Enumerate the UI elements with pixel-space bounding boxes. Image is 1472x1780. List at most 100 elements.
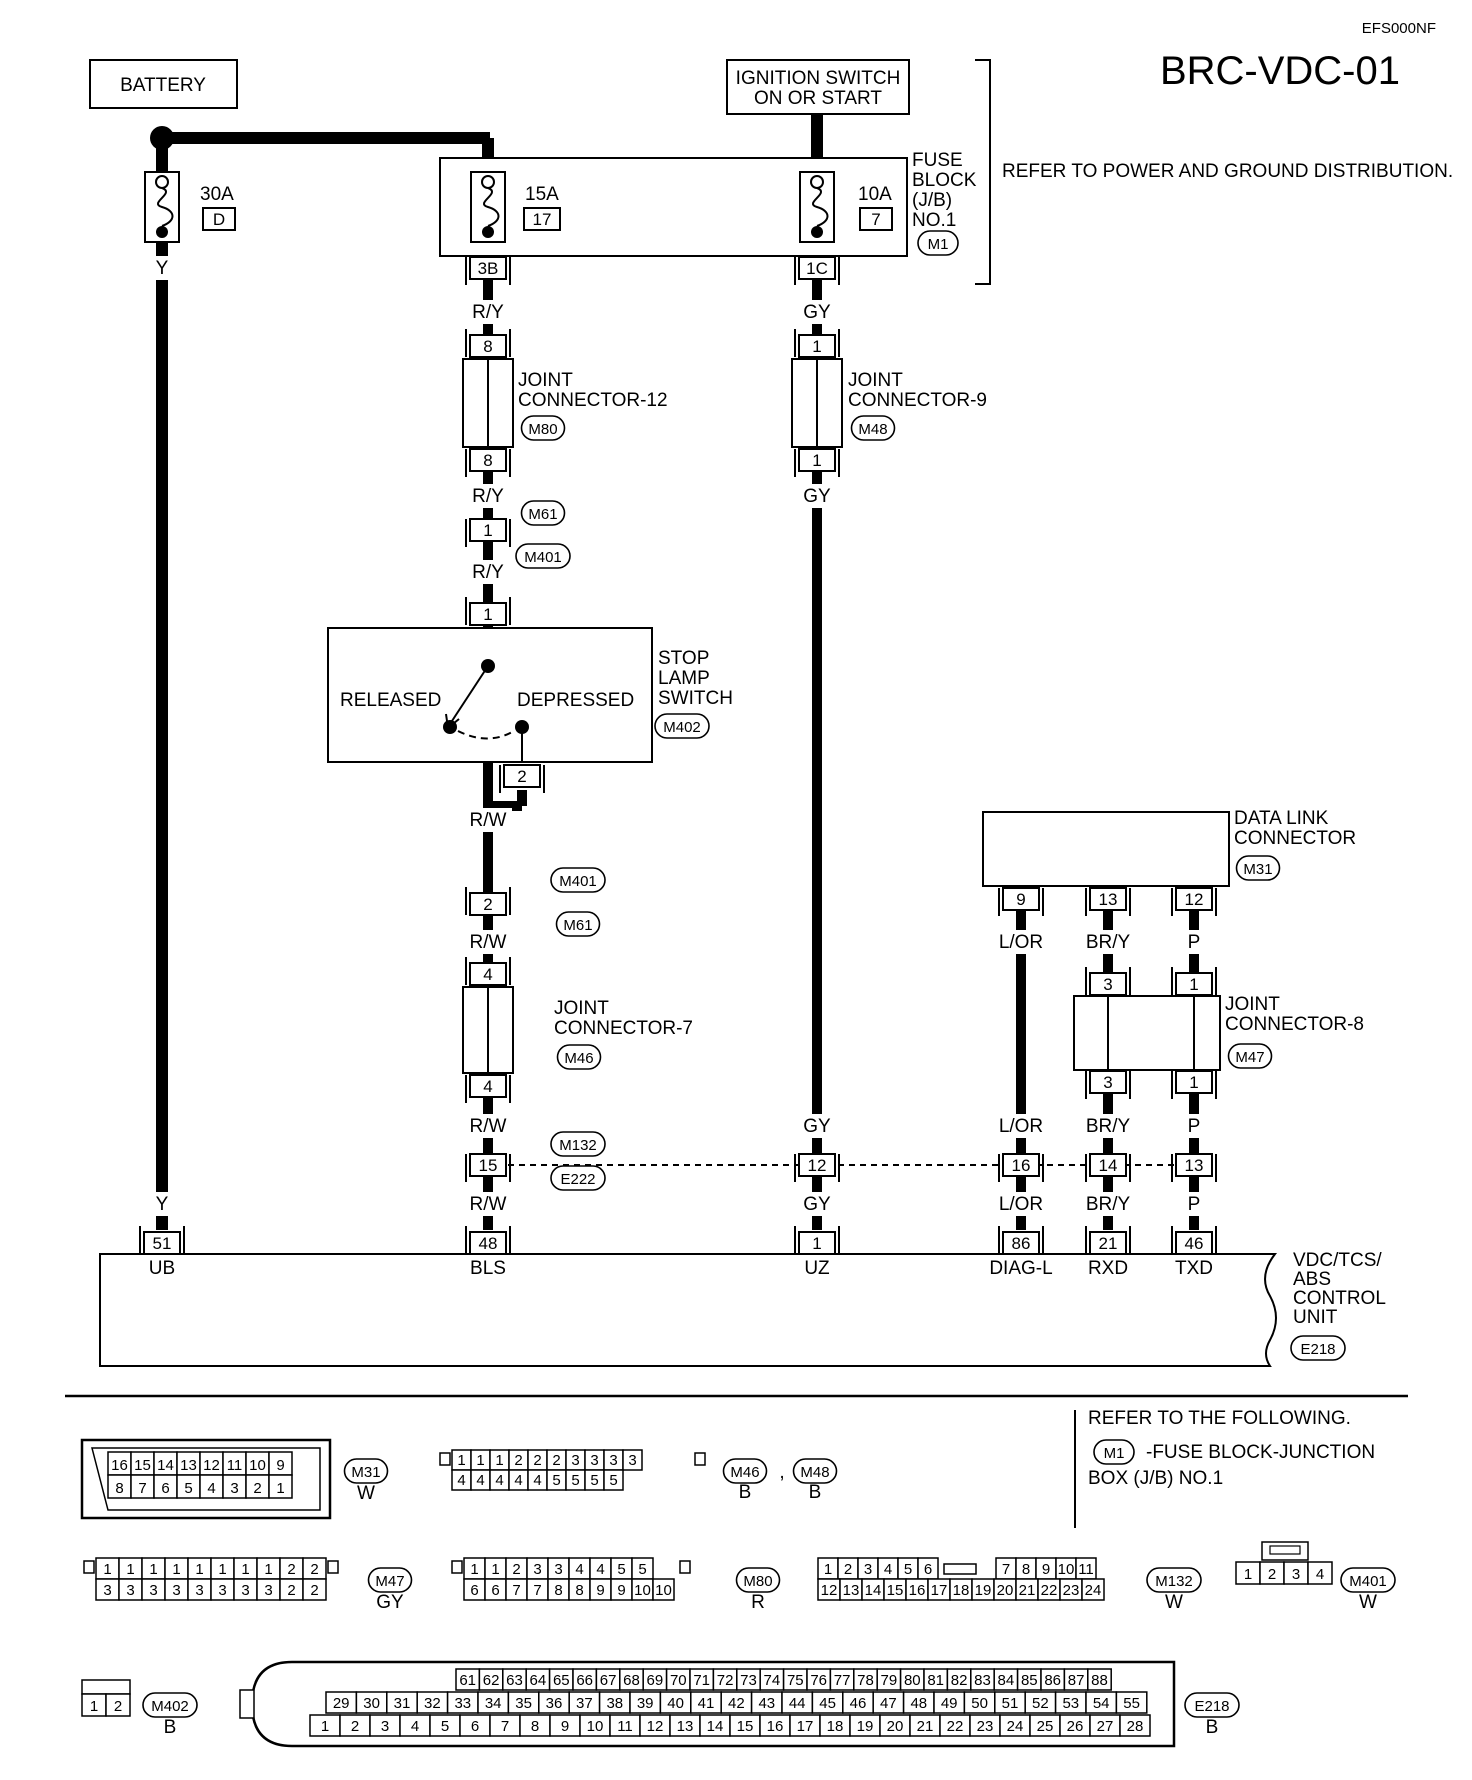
terminal-box	[1002, 1153, 1040, 1177]
inline-m61-b-outline	[555, 911, 601, 937]
fuse-block-label: (J/B)	[912, 190, 952, 211]
wire-color-lor-1: L/OR	[999, 932, 1043, 953]
terminal-bracket	[465, 957, 511, 985]
face-m47-id: M47	[375, 1573, 404, 1590]
face-m47-latch-left	[83, 1560, 95, 1574]
control-unit-terminal-name: TXD	[1175, 1258, 1213, 1279]
cavity	[1307, 1561, 1333, 1585]
control-unit-terminal-name: UB	[149, 1258, 175, 1279]
cavity-number: 4	[457, 1472, 465, 1489]
inline-m132-e222-pin: 12	[794, 1153, 840, 1182]
cavity-number: 15	[134, 1457, 151, 1474]
terminal-bracket	[794, 329, 840, 357]
stop-lamp-switch-body	[327, 627, 653, 763]
terminal-box	[1089, 887, 1127, 911]
cavity-number: 24	[1007, 1718, 1024, 1735]
cavity	[622, 1449, 643, 1471]
cavity-number: 17	[931, 1582, 948, 1599]
face-m48-id: M48	[800, 1464, 829, 1481]
cavity-number: 8	[115, 1480, 123, 1497]
inline-m61-b: M61	[563, 917, 592, 934]
cavity-number: 10	[587, 1718, 604, 1735]
cavity-number: 6	[470, 1582, 478, 1599]
terminal-bracket	[1171, 967, 1217, 995]
wire-color-ry-2-bg	[464, 484, 512, 508]
fuse-top-terminal	[155, 175, 169, 189]
data-link-connector-label: CONNECTOR	[1234, 828, 1356, 849]
fuse-15a-rating: 15A	[525, 184, 559, 205]
wire-color-y-bottom-bg	[138, 1192, 186, 1216]
cavity-number: 9	[276, 1457, 284, 1474]
control-unit-terminal-name: BLS	[470, 1258, 506, 1279]
cavity-number: 24	[1085, 1582, 1102, 1599]
cavity-number: 2	[512, 1561, 520, 1578]
control-unit-terminal-name: UZ	[804, 1258, 830, 1279]
cavity-number: 1	[126, 1561, 134, 1578]
cavity-number: 9	[561, 1718, 569, 1735]
fuse-30a-rating: 30A	[200, 184, 234, 205]
terminal-number: 13	[1099, 890, 1118, 909]
cavity-number: 76	[810, 1672, 827, 1689]
inline-m132-e222-pin: 15	[465, 1153, 511, 1182]
terminal-bracket	[1085, 967, 1131, 995]
cavity-number: 18	[827, 1718, 844, 1735]
face-e218-id: E218	[1194, 1698, 1229, 1715]
terminal-box	[469, 448, 507, 472]
face-m46-id-outline	[722, 1458, 768, 1484]
wire-color-bry-2-bg	[1084, 1114, 1132, 1138]
wire-color-gy-2-bg	[793, 484, 841, 508]
terminal-box	[503, 764, 541, 788]
cavity-number: 52	[1032, 1695, 1049, 1712]
terminal-number: 3B	[478, 259, 499, 278]
stop-lamp-switch-released-label: RELEASED	[340, 690, 441, 711]
terminal-box	[469, 1231, 507, 1255]
cavity-number: 41	[698, 1695, 715, 1712]
cavity-number: 64	[530, 1672, 547, 1689]
data-link-connector-body	[982, 811, 1230, 887]
data-link-connector-connector-outline	[1235, 855, 1281, 881]
cavity-number: 5	[590, 1472, 598, 1489]
joint-connector-8-pin-1-top: 1	[1171, 967, 1217, 996]
cavity-number: 7	[512, 1582, 520, 1599]
face-m132-key	[943, 1563, 977, 1575]
cavity-number: 71	[693, 1672, 710, 1689]
terminal-bracket	[794, 1154, 840, 1182]
stop-lamp-switch-connector-outline	[654, 713, 710, 739]
cavity-number: 68	[623, 1672, 640, 1689]
cavity-number: 16	[909, 1582, 926, 1599]
cavity-number: 53	[1062, 1695, 1079, 1712]
terminal-bracket	[1085, 1226, 1131, 1254]
terminal-box	[1089, 1070, 1127, 1094]
stop-lamp-switch-pin-1: 1	[465, 597, 511, 626]
cavity-number: 17	[797, 1718, 814, 1735]
cavity-number: 1	[103, 1561, 111, 1578]
page-code: EFS000NF	[1362, 20, 1436, 37]
cavity-number: 81	[927, 1672, 944, 1689]
control-unit-terminal: 46	[1171, 1226, 1217, 1255]
terminal-bracket	[465, 887, 511, 915]
joint-connector-8-label: JOINT	[1225, 994, 1280, 1015]
cavity-number: 4	[495, 1472, 503, 1489]
terminal-box	[798, 448, 836, 472]
cavity-number: 5	[552, 1472, 560, 1489]
cavity-number: 5	[184, 1480, 192, 1497]
reference-connector: M1	[1104, 1445, 1125, 1462]
reference-line-2: -FUSE BLOCK-JUNCTION	[1146, 1442, 1375, 1463]
wire-color-y-top-bg	[138, 256, 186, 280]
terminal-bracket	[1085, 1071, 1131, 1099]
cavity-number: 43	[758, 1695, 775, 1712]
cavity-number: 1	[1244, 1566, 1252, 1583]
cavity	[302, 1578, 327, 1601]
cavity-number: 2	[844, 1561, 852, 1578]
terminal-bracket	[1171, 1226, 1217, 1254]
cavity-number: 30	[363, 1695, 380, 1712]
cavity-number: 3	[264, 1582, 272, 1599]
fuse-block-connector: M1	[928, 236, 949, 253]
face-m80-id-outline	[735, 1567, 781, 1593]
joint-connector-9-connector-outline	[850, 415, 896, 441]
stop-lamp-switch-pin-2: 2	[499, 764, 545, 793]
